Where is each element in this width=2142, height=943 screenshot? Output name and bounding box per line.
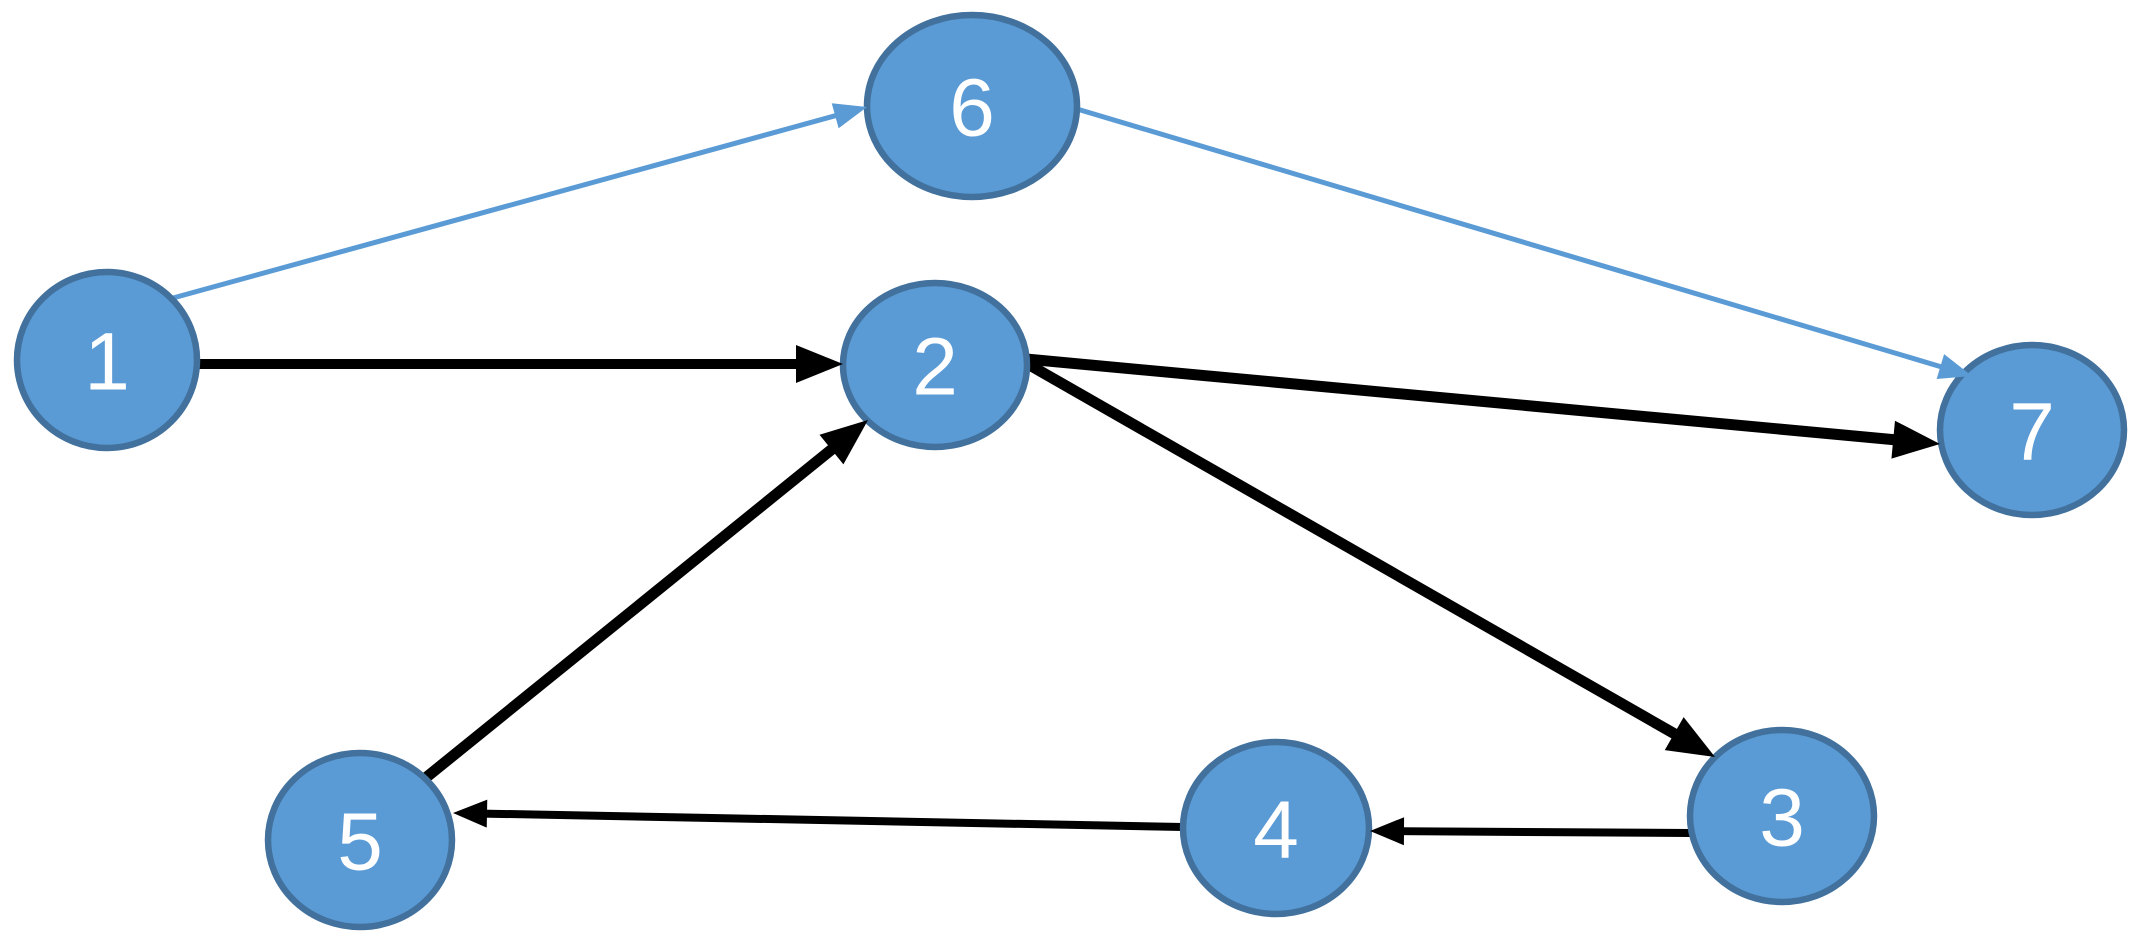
node-1: 1: [13, 268, 201, 452]
edge-1-2-arrowhead: [796, 345, 843, 383]
edge-3-4-arrowhead: [1370, 817, 1405, 846]
edge-2-3-line: [1023, 358, 1681, 741]
edge-lines: [172, 106, 1945, 837]
node-7-label: 7: [2009, 387, 2055, 478]
node-5: 5: [264, 749, 456, 931]
node-3-shape: [1686, 726, 1878, 906]
node-1-label: 1: [84, 317, 130, 408]
edge-2-7-line: [1025, 353, 1898, 446]
edge-2-7-arrowhead: [1891, 420, 1940, 459]
node-5-label: 5: [337, 797, 383, 888]
node-2-shape: [839, 279, 1031, 451]
node-3: 3: [1686, 726, 1878, 906]
edge-1-6-line: [172, 112, 840, 301]
edge-5-2-line: [419, 442, 839, 785]
edge-4-5-line: [482, 809, 1184, 831]
node-7-shape: [1936, 341, 2128, 519]
node-4-label: 4: [1253, 785, 1299, 876]
edge-4-5-arrowhead: [453, 799, 488, 828]
edge-2-3-arrowhead: [1664, 717, 1715, 757]
edge-6-7-line: [1076, 106, 1945, 371]
edge-6-7-arrowhead: [1936, 354, 1972, 380]
node-5-shape: [264, 749, 456, 931]
node-4: 4: [1179, 738, 1373, 918]
edge-3-4-line: [1399, 827, 1691, 837]
node-3-label: 3: [1759, 773, 1805, 864]
node-7: 7: [1936, 341, 2128, 519]
node-6-label: 6: [949, 63, 995, 154]
nodes: 1 2 3 4 5 6 7: [13, 11, 2128, 931]
node-6-shape: [863, 11, 1081, 201]
node-4-shape: [1179, 738, 1373, 918]
edge-5-2-arrowhead: [819, 420, 868, 465]
node-2-label: 2: [912, 322, 958, 413]
node-6: 6: [863, 11, 1081, 201]
node-1-shape: [13, 268, 201, 452]
node-2: 2: [839, 279, 1031, 451]
edge-1-6-arrowhead: [831, 103, 867, 129]
edge-arrowheads: [453, 103, 1972, 846]
